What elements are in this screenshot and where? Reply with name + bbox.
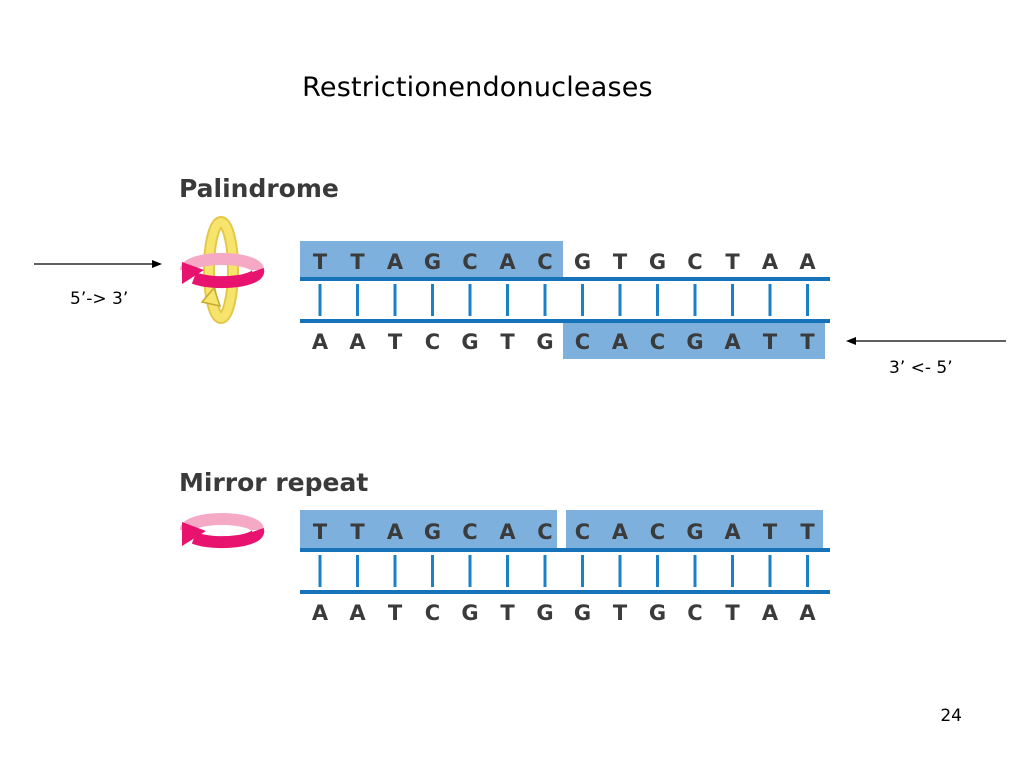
palindrome-bottom-base-8: C [575, 330, 590, 354]
mirror-repeat-heading: Mirror repeat [179, 468, 369, 497]
palindrome-bottom-base-5: G [461, 330, 478, 354]
mirror-base-pair-rungs [318, 555, 809, 587]
mirror-bottom-base-4: C [425, 601, 440, 625]
palindrome-top-base-1: T [313, 250, 328, 274]
mirror-bottom-base-13: A [762, 601, 779, 625]
mirror-bottom-base-11: C [687, 601, 702, 625]
palindrome-bottom-base-2: A [349, 330, 366, 354]
mirror-bottom-base-14: A [799, 601, 816, 625]
palindrome-base-pair-rungs [318, 284, 809, 316]
mirror-top-base-4: G [424, 520, 441, 544]
mirror-top-base-5: C [462, 520, 477, 544]
palindrome-top-base-6: A [499, 250, 516, 274]
palindrome-top-base-5: C [462, 250, 477, 274]
mirror-bottom-base-7: G [536, 601, 553, 625]
mirror-top-base-6: A [499, 520, 516, 544]
palindrome-bottom-base-6: T [500, 330, 515, 354]
page-number: 24 [940, 706, 962, 726]
palindrome-top-base-3: A [387, 250, 404, 274]
mirror-top-base-9: A [612, 520, 629, 544]
palindrome-bottom-highlight [563, 321, 825, 359]
mirror-top-base-7: C [537, 520, 552, 544]
mirror-top-left-highlight [300, 510, 557, 548]
palindrome-bottom-base-14: T [800, 330, 815, 354]
palindrome-top-highlight [300, 241, 563, 279]
palindrome-top-base-4: G [424, 250, 441, 274]
palindrome-top-base-12: T [725, 250, 740, 274]
mirror-top-base-14: T [800, 520, 815, 544]
mirror-bottom-base-2: A [349, 601, 366, 625]
palindrome-bottom-base-7: G [536, 330, 553, 354]
palindrome-top-base-8: G [574, 250, 591, 274]
palindrome-top-base-10: G [649, 250, 666, 274]
left-arrow-label: 5’-> 3’ [70, 289, 129, 309]
pink-horizontal-rotation-icon [180, 253, 265, 289]
palindrome-top-base-9: T [613, 250, 628, 274]
palindrome-top-base-7: C [537, 250, 552, 274]
palindrome-heading: Palindrome [179, 174, 339, 203]
palindrome-top-base-2: T [350, 250, 365, 274]
mirror-bottom-base-9: T [613, 601, 628, 625]
yellow-vertical-rotation-icon [200, 216, 239, 324]
palindrome-bottom-base-13: T [763, 330, 778, 354]
mirror-bottom-base-3: T [388, 601, 403, 625]
slide-title: Restrictionendonucleases [302, 72, 653, 103]
mirror-top-base-3: A [387, 520, 404, 544]
mirror-top-base-13: T [763, 520, 778, 544]
palindrome-top-base-11: C [687, 250, 702, 274]
right-direction-arrow [846, 337, 1006, 345]
mirror-bottom-base-12: T [725, 601, 740, 625]
mirror-bottom-base-5: G [461, 601, 478, 625]
palindrome-bottom-base-10: C [650, 330, 665, 354]
right-arrow-label: 3’ <- 5’ [889, 358, 953, 378]
palindrome-bottom-base-1: A [312, 330, 329, 354]
mirror-bottom-base-10: G [649, 601, 666, 625]
palindrome-top-base-14: A [799, 250, 816, 274]
mirror-top-base-11: G [686, 520, 703, 544]
mirror-top-base-8: C [575, 520, 590, 544]
palindrome-top-base-13: A [762, 250, 779, 274]
palindrome-bottom-base-9: A [612, 330, 629, 354]
mirror-bottom-base-8: G [574, 601, 591, 625]
mirror-top-base-2: T [350, 520, 365, 544]
mirror-bottom-base-1: A [312, 601, 329, 625]
palindrome-bottom-base-4: C [425, 330, 440, 354]
palindrome-bottom-base-3: T [388, 330, 403, 354]
mirror-top-base-1: T [313, 520, 328, 544]
left-direction-arrow [34, 260, 162, 268]
palindrome-bottom-base-12: A [724, 330, 741, 354]
mirror-top-base-10: C [650, 520, 665, 544]
mirror-top-base-12: A [724, 520, 741, 544]
palindrome-bottom-base-11: G [686, 330, 703, 354]
mirror-bottom-base-6: T [500, 601, 515, 625]
mirror-top-right-highlight [566, 510, 823, 548]
